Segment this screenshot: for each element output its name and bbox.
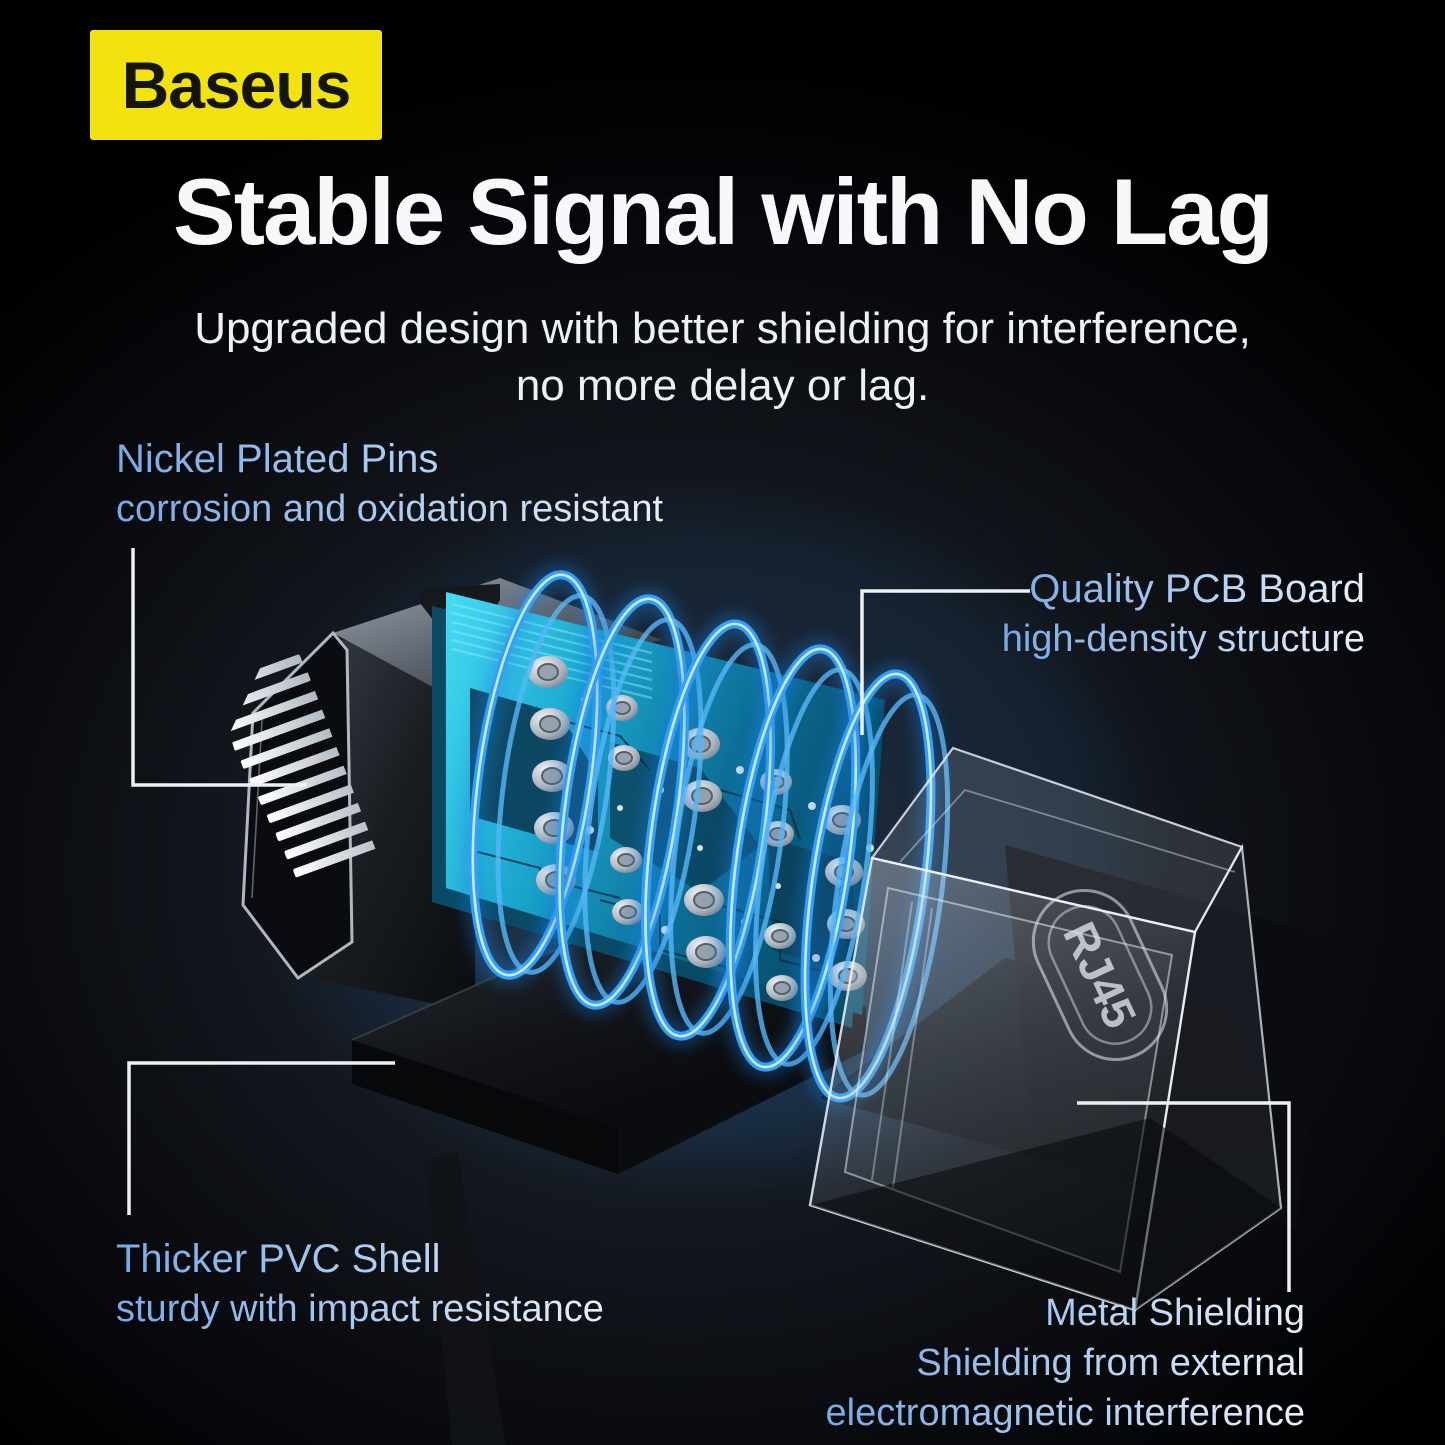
callout-line-metal-shield — [1077, 1101, 1291, 1292]
callout-title: Thicker PVC Shell — [116, 1234, 604, 1284]
callout-title: Metal Shielding — [826, 1288, 1305, 1338]
callout-description: corrosion and oxidation resistant — [116, 484, 663, 534]
subtitle-line-1: Upgraded design with better shielding fo… — [194, 304, 1251, 353]
callout-description-line-1: Shielding from external — [826, 1338, 1305, 1388]
callout-line-nickel-pins — [131, 548, 307, 787]
transparent-shell: RJ45 — [808, 746, 1283, 1313]
brand-badge: Baseus — [90, 30, 382, 140]
page-title: Stable Signal with No Lag — [173, 159, 1274, 264]
callout-title: Nickel Plated Pins — [116, 434, 663, 484]
callout-quality-pcb-board: Quality PCB Board high-density structure — [1002, 564, 1365, 664]
callout-description-line-2: electromagnetic interference — [826, 1388, 1305, 1438]
callout-metal-shielding: Metal Shielding Shielding from external … — [826, 1288, 1305, 1438]
brand-logo: Baseus — [121, 48, 352, 122]
callout-line-pcb-board — [860, 589, 1030, 735]
callout-description: sturdy with impact resistance — [116, 1284, 604, 1334]
callout-thicker-pvc-shell: Thicker PVC Shell sturdy with impact res… — [116, 1234, 604, 1334]
callout-line-pvc-shell — [127, 1061, 395, 1215]
callout-lines — [127, 548, 1291, 1292]
callout-title: Quality PCB Board — [1002, 564, 1365, 614]
cable-silhouette — [424, 1152, 506, 1445]
callout-nickel-plated-pins: Nickel Plated Pins corrosion and oxidati… — [116, 434, 663, 534]
rj45-plug-connector — [206, 578, 662, 1012]
page-subtitle: Upgraded design with better shielding fo… — [0, 300, 1445, 414]
subtitle-line-2: no more delay or lag. — [515, 361, 930, 410]
callout-description: high-density structure — [1002, 614, 1365, 664]
